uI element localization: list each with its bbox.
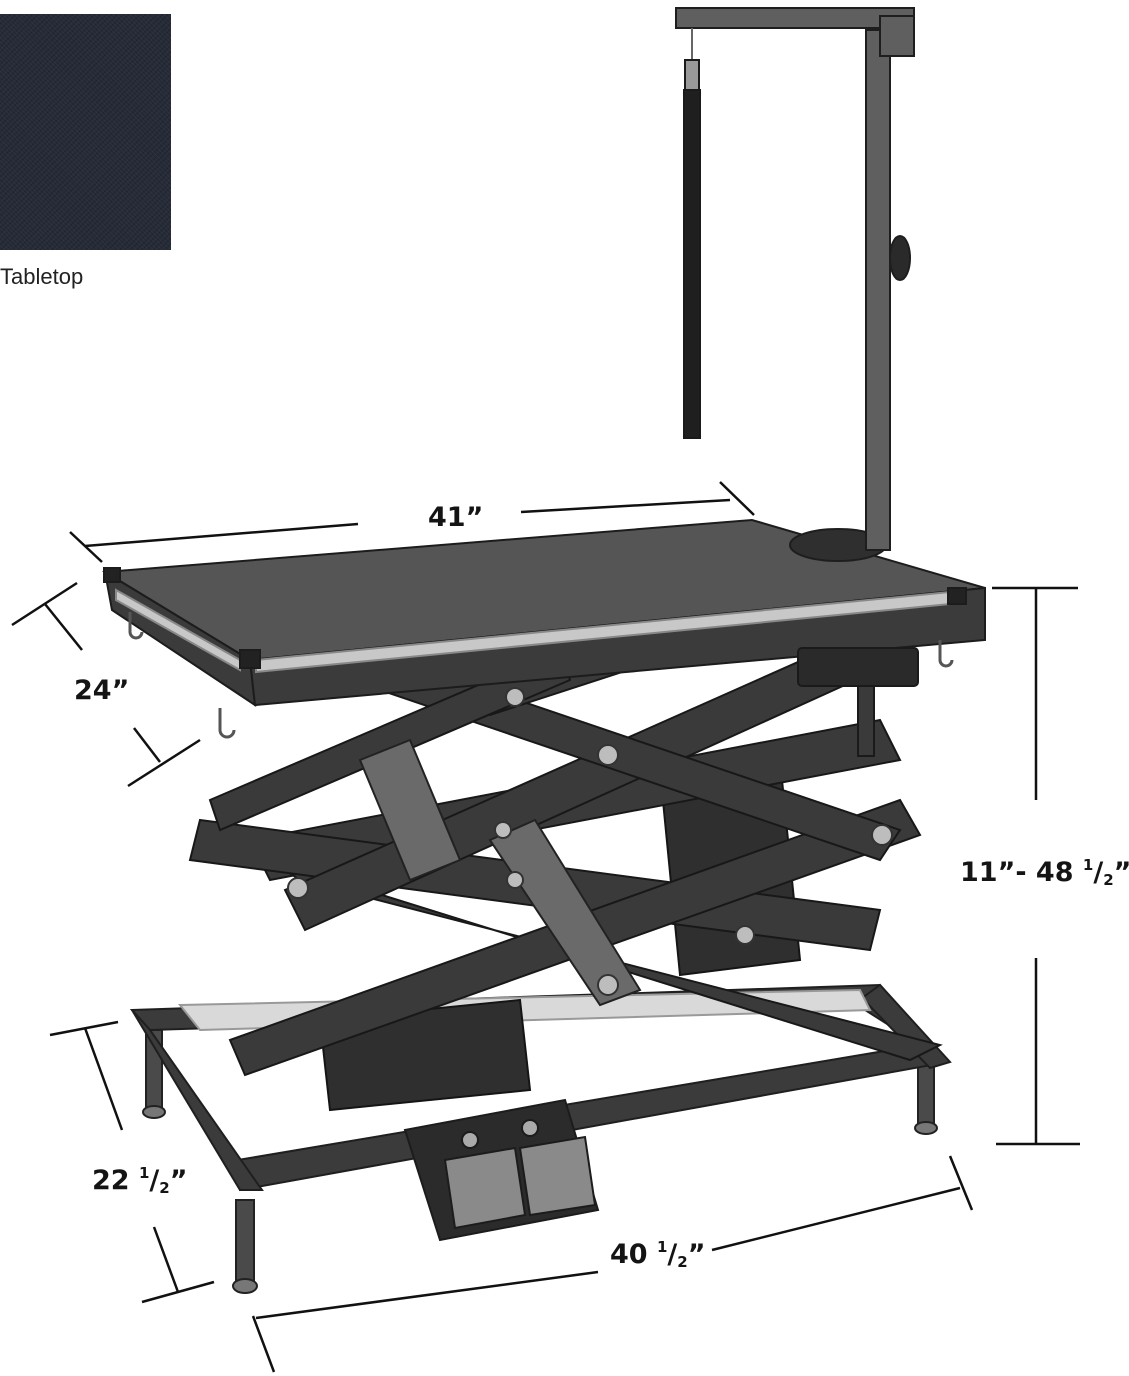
grooming-arm xyxy=(675,7,915,562)
leash xyxy=(683,28,701,439)
base-depth-prefix: 22 xyxy=(92,1165,139,1196)
base-depth-suffix: ” xyxy=(169,1165,188,1196)
hooks xyxy=(128,612,954,739)
height-slash: / xyxy=(1093,857,1104,888)
dimension-label-top-length: 41” xyxy=(428,502,484,533)
base-length-slash: / xyxy=(667,1239,678,1270)
dimension-label-top-depth: 24” xyxy=(74,675,130,706)
base-length-denominator: 2 xyxy=(677,1253,688,1271)
tabletop-swatch xyxy=(0,14,171,250)
pivot-bolts xyxy=(287,687,893,996)
base-legs xyxy=(142,1029,938,1294)
dimension-label-base-length: 40 1/2” xyxy=(610,1240,705,1270)
foot-pedals xyxy=(403,1098,600,1242)
table-drawing xyxy=(101,7,986,1294)
base-depth-numerator: 1 xyxy=(138,1164,150,1182)
height-prefix: 11”- 48 xyxy=(960,857,1083,888)
base-length-suffix: ” xyxy=(687,1239,706,1270)
control-box xyxy=(797,647,919,757)
swatch-label: Tabletop xyxy=(0,264,84,289)
height-numerator: 1 xyxy=(1082,856,1094,874)
cylinders xyxy=(358,738,642,1007)
base-depth-denominator: 2 xyxy=(159,1179,170,1197)
base-depth-slash: / xyxy=(149,1165,160,1196)
base-length-prefix: 40 xyxy=(610,1239,657,1270)
dimension-lines xyxy=(11,481,1080,1373)
dimension-label-height: 11”- 48 1/2” xyxy=(960,858,1129,888)
dimension-label-base-depth: 22 1/2” xyxy=(92,1166,187,1196)
height-suffix: ” xyxy=(1114,857,1129,888)
tabletop xyxy=(101,518,986,708)
height-denominator: 2 xyxy=(1103,871,1114,889)
base-length-numerator: 1 xyxy=(656,1238,668,1256)
